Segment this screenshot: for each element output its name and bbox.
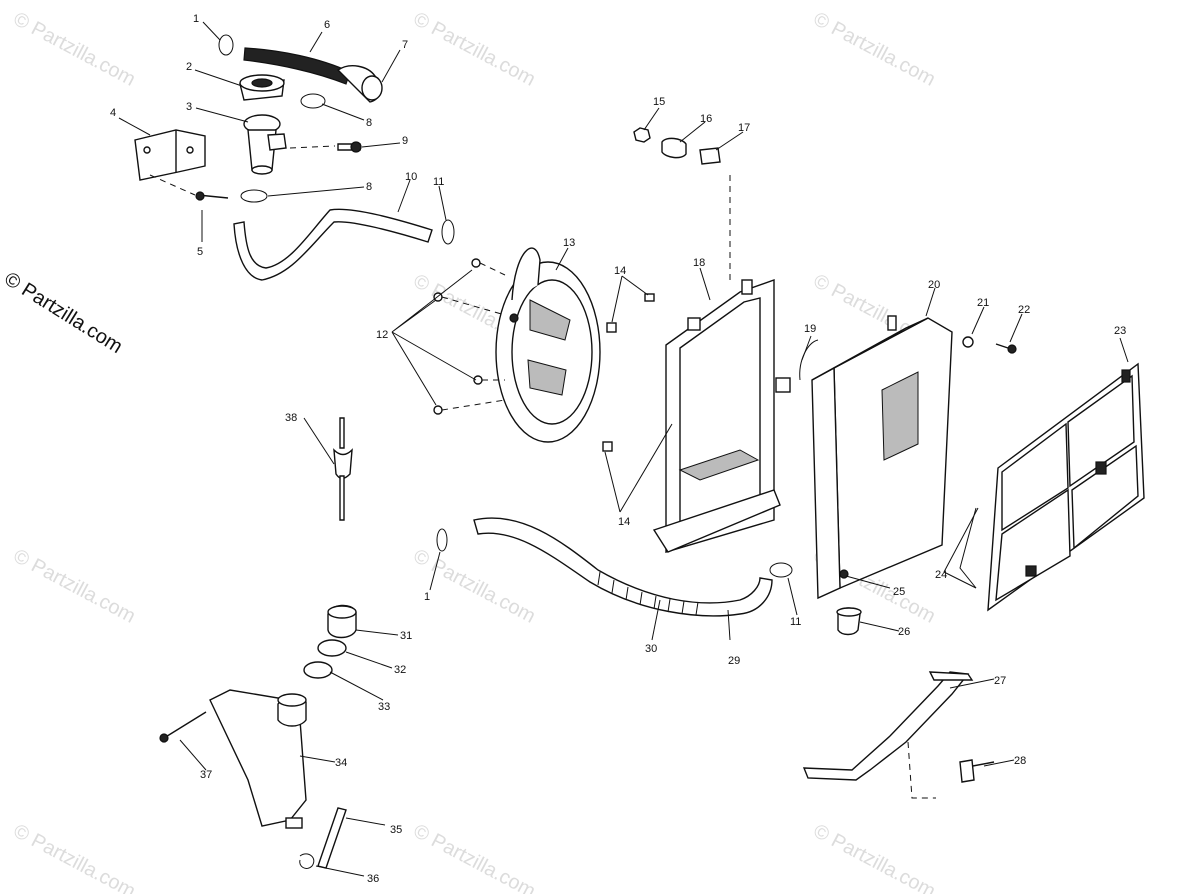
- part-nut-15[interactable]: [633, 127, 651, 143]
- part-spacer-17[interactable]: [699, 147, 721, 165]
- callout-13: 13: [563, 237, 575, 249]
- callout-14: 14: [614, 265, 626, 277]
- part-shroud-18[interactable]: [652, 279, 781, 553]
- part-clamp-8a[interactable]: [300, 93, 326, 109]
- callout-38: 38: [285, 412, 297, 424]
- callout-12: 12: [376, 329, 388, 341]
- part-screw-37[interactable]: [159, 711, 207, 743]
- callout-4: 4: [110, 107, 116, 119]
- callout-6: 6: [324, 19, 330, 31]
- callout-14: 14: [618, 516, 630, 528]
- part-radiator-cap-2[interactable]: [239, 74, 285, 101]
- callout-33: 33: [378, 701, 390, 713]
- callout-25: 25: [893, 586, 905, 598]
- part-drain-25[interactable]: [839, 569, 849, 579]
- part-bolt-22[interactable]: [995, 343, 1017, 354]
- part-grommet-33[interactable]: [303, 661, 333, 679]
- callout-24: 24: [935, 569, 947, 581]
- callout-32: 32: [394, 664, 406, 676]
- callout-1: 1: [193, 13, 199, 25]
- callout-35: 35: [390, 824, 402, 836]
- part-hose-clamp-1[interactable]: [218, 34, 234, 56]
- part-clamp-36[interactable]: [299, 853, 315, 869]
- callout-11: 11: [433, 176, 444, 188]
- leader-lines: [118, 21, 1129, 877]
- callout-34: 34: [335, 757, 347, 769]
- part-lower-hose-29[interactable]: [473, 517, 773, 617]
- callout-8: 8: [366, 181, 372, 193]
- callout-8: 8: [366, 117, 372, 129]
- part-clamp-11a[interactable]: [441, 219, 455, 245]
- callout-9: 9: [402, 135, 408, 147]
- callout-23: 23: [1114, 325, 1126, 337]
- callout-37: 37: [200, 769, 212, 781]
- part-clamp-7[interactable]: [361, 75, 383, 101]
- callout-20: 20: [928, 279, 940, 291]
- part-clamp-1b[interactable]: [436, 528, 448, 552]
- part-gasket-32[interactable]: [317, 639, 347, 657]
- callout-1: 1: [424, 591, 430, 603]
- callout-11: 11: [790, 616, 801, 628]
- callout-22: 22: [1018, 304, 1030, 316]
- callout-2: 2: [186, 61, 192, 73]
- part-reservoir-34[interactable]: [209, 689, 307, 829]
- callout-21: 21: [977, 297, 989, 309]
- callout-29: 29: [728, 655, 740, 667]
- part-screw-28[interactable]: [907, 741, 995, 799]
- part-nut-21[interactable]: [962, 336, 974, 348]
- callout-27: 27: [994, 675, 1006, 687]
- callout-15: 15: [653, 96, 665, 108]
- callout-19: 19: [804, 323, 816, 335]
- callout-36: 36: [367, 873, 379, 885]
- part-screw-5[interactable]: [149, 174, 229, 201]
- callout-18: 18: [693, 257, 705, 269]
- callout-5: 5: [197, 246, 203, 258]
- part-mount-38[interactable]: [333, 417, 353, 521]
- part-clips-24[interactable]: [959, 507, 977, 589]
- callout-7: 7: [402, 39, 408, 51]
- callout-17: 17: [738, 122, 750, 134]
- part-filler-neck-3[interactable]: [243, 114, 287, 175]
- part-screw-9[interactable]: [289, 141, 362, 153]
- part-hose-10[interactable]: [233, 208, 433, 281]
- part-mount-26[interactable]: [836, 607, 862, 636]
- part-screws-12[interactable]: [433, 258, 506, 415]
- part-clamp-8b[interactable]: [240, 189, 268, 203]
- callout-30: 30: [645, 643, 657, 655]
- part-grommet-16[interactable]: [661, 137, 687, 159]
- callout-10: 10: [405, 171, 417, 183]
- part-clamp-11b[interactable]: [769, 562, 793, 578]
- part-radiator-20[interactable]: [811, 315, 953, 600]
- part-cap-31[interactable]: [327, 604, 357, 639]
- part-bracket-4[interactable]: [134, 129, 206, 181]
- part-fan-13[interactable]: [495, 247, 601, 443]
- callout-16: 16: [700, 113, 712, 125]
- part-bracket-27[interactable]: [802, 671, 974, 781]
- callout-28: 28: [1014, 755, 1026, 767]
- callout-31: 31: [400, 630, 412, 642]
- callout-3: 3: [186, 101, 192, 113]
- callout-26: 26: [898, 626, 910, 638]
- part-hose-35[interactable]: [317, 807, 347, 869]
- callout-numbers: 1 2 3 4 5 6 7 8 8 9 10 11 11 12 13 14 14…: [110, 13, 1126, 885]
- part-screen-23[interactable]: [987, 362, 1145, 612]
